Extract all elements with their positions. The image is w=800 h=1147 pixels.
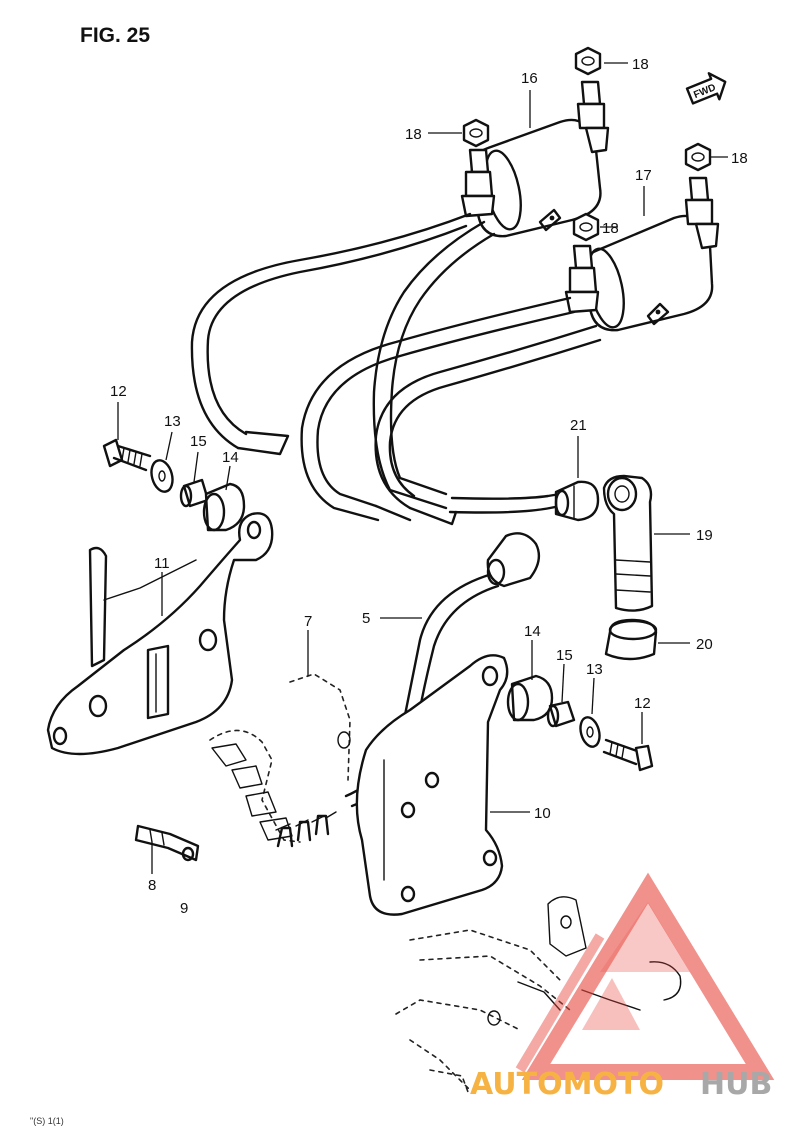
callout-5: 5 [362, 610, 370, 627]
callout-16: 16 [521, 70, 538, 87]
automotohub-watermark: AUTOMOTO HUB [470, 872, 775, 1102]
callout-9: 9 [180, 900, 188, 917]
cushion-14-left [202, 482, 246, 532]
callout-13-left: 13 [164, 413, 181, 430]
callout-18-top: 18 [632, 56, 649, 73]
watermark-brand-secondary: HUB [700, 1067, 772, 1102]
collar-15-left [179, 478, 210, 508]
callout-12-left: 12 [110, 383, 127, 400]
clamp-8 [134, 824, 200, 862]
plug-cap-cover-20 [604, 618, 658, 661]
callout-12-right: 12 [634, 695, 651, 712]
cushion-14-right [506, 674, 554, 722]
callout-18-middle: 18 [602, 220, 619, 237]
wiring-assembly-7 [209, 673, 351, 848]
callout-21: 21 [570, 417, 587, 434]
bolt-12-right [602, 738, 654, 772]
washer-13-left [150, 459, 174, 493]
watermark-triangle-logo [515, 872, 775, 1080]
figure-title: FIG. 25 [80, 24, 150, 47]
hex-nut-18-b [462, 118, 490, 148]
callout-14-right: 14 [524, 623, 541, 640]
callout-8: 8 [148, 877, 156, 894]
callout-17: 17 [635, 167, 652, 184]
hex-nut-18-c [684, 142, 712, 172]
callout-10: 10 [534, 805, 551, 822]
ignition-coil-17 [564, 176, 720, 332]
leader-lines [117, 62, 728, 874]
collar-15-right [546, 700, 576, 728]
callout-14-left: 14 [222, 449, 239, 466]
spark-plug-cap-19 [602, 474, 654, 612]
callout-20: 20 [696, 636, 713, 653]
cord-end-cap-21 [554, 480, 600, 522]
coil-bracket-10 [355, 654, 509, 916]
callout-labels: 16 18 18 18 18 17 21 19 20 12 13 15 14 1… [110, 56, 748, 917]
coil-bracket-11 [46, 512, 274, 756]
callout-18-right: 18 [731, 150, 748, 167]
callout-7: 7 [304, 613, 312, 630]
washer-13-right [579, 716, 601, 748]
callout-15-left: 15 [190, 433, 207, 450]
hex-nut-18-d [572, 212, 600, 242]
forward-arrow-icon: FWD [685, 72, 727, 105]
ignition-coil-16 [460, 80, 610, 238]
callout-18-left: 18 [405, 126, 422, 143]
high-tension-cords [190, 212, 602, 526]
frame-background-area [395, 896, 682, 1093]
footer-code: "(S) 1(1) [30, 1116, 64, 1126]
callout-11: 11 [154, 555, 170, 572]
callout-15-right: 15 [556, 647, 573, 664]
bolt-12-left [102, 438, 152, 472]
watermark-brand-primary: AUTOMOTO [470, 1067, 664, 1102]
hex-nut-18-a [574, 46, 602, 76]
callout-13-right: 13 [586, 661, 603, 678]
callout-19: 19 [696, 527, 713, 544]
